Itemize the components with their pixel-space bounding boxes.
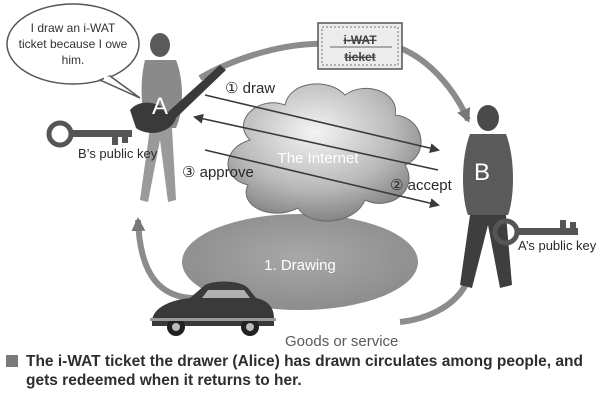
loop-arrow-to-b xyxy=(398,45,471,123)
node-b-label: B xyxy=(474,159,490,186)
arrow-accept xyxy=(193,113,439,171)
arrow-draw xyxy=(204,94,440,154)
key-b-caption: A’s public key xyxy=(518,238,597,253)
cloud-label: The Internet xyxy=(278,150,360,167)
ticket-line-1: i-WAT xyxy=(343,33,377,47)
person-b-figure xyxy=(460,105,513,288)
node-a-label: A xyxy=(152,93,168,120)
step-accept-label: ② accept xyxy=(390,177,453,194)
step-draw-label: ① draw xyxy=(225,80,275,97)
caption-line-2: gets redeemed when it returns to her. xyxy=(26,372,302,389)
speech-bubble xyxy=(6,3,141,99)
key-icon-b xyxy=(492,218,578,246)
figure-caption: The i-WAT ticket the drawer (Alice) has … xyxy=(6,352,604,390)
key-a-caption: B’s public key xyxy=(78,146,158,161)
step-approve-label: ③ approve xyxy=(182,164,254,181)
bubble-line-3: him. xyxy=(62,53,85,67)
bubble-line-1: I draw an i-WAT xyxy=(31,21,116,35)
bubble-line-2: ticket because I owe xyxy=(19,37,128,51)
key-icon-a xyxy=(46,120,132,148)
drawing-label: 1. Drawing xyxy=(264,257,336,274)
loop-arrow-to-a xyxy=(131,217,201,302)
caption-line-1: The i-WAT ticket the drawer (Alice) has … xyxy=(26,353,583,370)
person-a-figure xyxy=(130,33,226,202)
ticket-line-2: ticket xyxy=(344,50,375,64)
car-icon xyxy=(150,281,276,336)
loop-arrow-b-down xyxy=(399,278,471,325)
iwat-ticket xyxy=(317,22,403,70)
arrow-approve xyxy=(204,149,440,209)
goods-label: Goods or service xyxy=(285,333,398,350)
internet-cloud xyxy=(227,83,422,222)
caption-bullet xyxy=(6,355,18,367)
